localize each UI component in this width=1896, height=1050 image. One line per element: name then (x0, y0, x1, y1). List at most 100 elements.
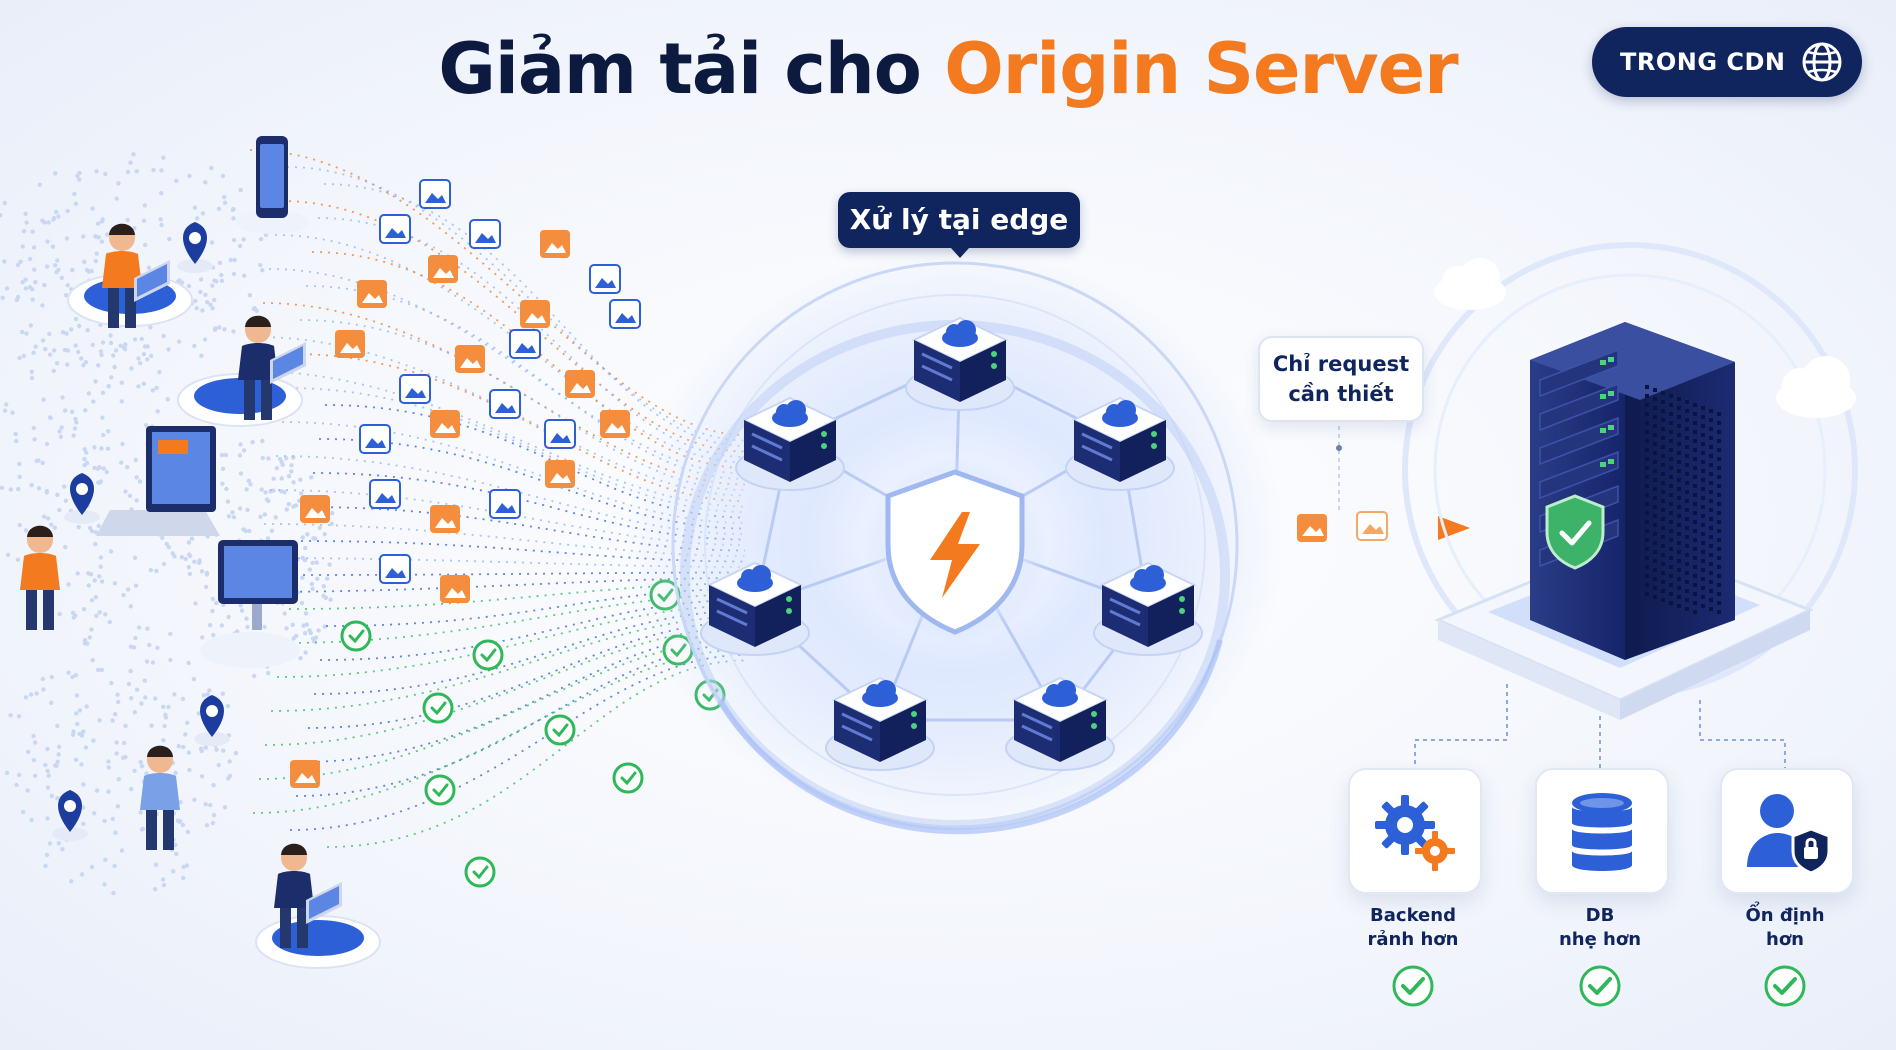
location-pin-icon (194, 695, 230, 746)
cloud-icon (772, 400, 808, 427)
necessary-request-line-1: Chỉ request (1272, 352, 1410, 376)
title-part-2: Origin Server (944, 28, 1458, 110)
benefit-card-db (1535, 768, 1669, 894)
location-pin-icon (64, 473, 100, 524)
check-circle-icon (1392, 965, 1434, 1007)
user-figure (102, 223, 142, 328)
image-chip (369, 479, 401, 509)
check-circle-icon (340, 620, 372, 652)
edge-server-node (700, 561, 810, 656)
laptop-icon (96, 426, 220, 536)
benefit-card-backend (1348, 768, 1482, 894)
benefit-label-db: DB nhẹ hơn (1505, 904, 1695, 952)
check-circle-icon (464, 856, 496, 888)
security-shield-icon (1545, 494, 1605, 570)
globe-icon (1802, 42, 1842, 82)
check-circle-icon (1764, 965, 1806, 1007)
benefit-backend-line-1: Backend (1370, 905, 1456, 926)
edge-server-node (735, 396, 845, 491)
image-chip (540, 230, 570, 258)
image-chip (469, 219, 501, 249)
benefit-label-backend: Backend rảnh hơn (1318, 904, 1508, 952)
location-pin-icon (52, 790, 88, 841)
user-figure (20, 525, 60, 630)
origin-server (1402, 242, 1858, 770)
cdn-badge: TRONG CDN (1592, 27, 1862, 97)
benefit-label-stability: Ổn định hơn (1690, 904, 1880, 952)
edge-server-node (825, 676, 935, 771)
check-circle-icon (424, 774, 456, 806)
users-group (20, 136, 381, 969)
benefit-backend-line-2: rảnh hơn (1367, 929, 1459, 950)
cloud-icon (737, 565, 773, 592)
edge-server-node (1093, 561, 1203, 656)
image-chip (565, 370, 595, 398)
smartphone-icon (256, 136, 288, 218)
user-figure (238, 315, 278, 420)
image-chip (455, 345, 485, 373)
user-figure (274, 843, 314, 948)
check-circle-icon (612, 762, 644, 794)
image-chip (489, 389, 521, 419)
image-chip (430, 505, 460, 533)
image-chip (428, 255, 458, 283)
edge-server-node (1065, 396, 1175, 491)
image-chip (357, 280, 387, 308)
check-circle-icon (1579, 965, 1621, 1007)
image-chip (545, 460, 575, 488)
lightning-icon (930, 512, 980, 598)
cloud-icon (1102, 400, 1138, 427)
edge-cluster (625, 250, 1285, 835)
location-pin-icon (177, 222, 213, 273)
image-chip (335, 330, 365, 358)
necessary-request-line-2: cần thiết (1288, 382, 1394, 406)
image-chip (300, 495, 330, 523)
edge-server-node (905, 316, 1015, 411)
laptop-icon (306, 882, 342, 924)
necessary-request-label: Chỉ request cần thiết (1258, 336, 1424, 422)
image-chip (589, 264, 621, 294)
benefit-card-stability (1720, 768, 1854, 894)
cloud-icon (942, 320, 978, 347)
check-circle-icon (472, 639, 504, 671)
check-circle-icon (422, 692, 454, 724)
check-circle-icon (544, 714, 576, 746)
image-chip (419, 179, 451, 209)
gears-icon (1375, 795, 1455, 871)
user-figure (140, 745, 180, 850)
benefit-db-line-1: DB (1585, 905, 1615, 926)
title-part-1: Giảm tải cho (438, 28, 921, 110)
cloud-icon (1042, 680, 1078, 707)
user-lock-icon (1747, 794, 1831, 875)
image-chip (440, 575, 470, 603)
benefit-db-line-2: nhẹ hơn (1558, 929, 1642, 950)
image-request-chips (290, 179, 641, 788)
cloud-icon (1434, 258, 1856, 418)
image-chip (489, 489, 521, 519)
edge-processing-label: Xử lý tại edge (838, 192, 1080, 258)
laptop-icon (270, 342, 306, 384)
image-chip (359, 424, 391, 454)
image-chip (1356, 511, 1388, 541)
image-chip (609, 299, 641, 329)
laptop-icon (134, 260, 170, 302)
database-icon (1572, 793, 1632, 871)
image-chip (290, 760, 320, 788)
image-chip (430, 410, 460, 438)
image-chip (379, 554, 411, 584)
image-chip (399, 374, 431, 404)
benefit-stability-line-2: hơn (1766, 929, 1804, 950)
cdn-badge-label: TRONG CDN (1620, 48, 1786, 76)
image-chip (509, 329, 541, 359)
image-chip (520, 300, 550, 328)
desktop-monitor-icon (200, 540, 300, 668)
benefit-stability-line-1: Ổn định (1745, 905, 1825, 926)
cloud-icon (862, 680, 898, 707)
cloud-icon (1130, 565, 1166, 592)
page-title: Giảm tải cho Origin Server (0, 28, 1896, 110)
image-chip (379, 214, 411, 244)
origin-request-arrow (1160, 426, 1470, 542)
image-chip (544, 419, 576, 449)
